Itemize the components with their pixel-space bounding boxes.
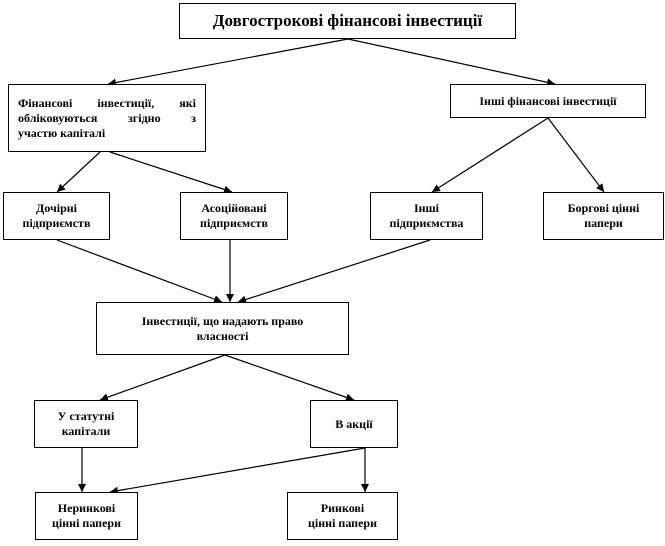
box-long-term-financial-investments: Довгострокові фінансові інвестиції	[179, 3, 516, 39]
box-non-market-securities: Неринкові цінні папери	[35, 492, 138, 540]
arrow-other-to-debt-securities	[547, 117, 605, 193]
box-line: обліковуються згідно з	[18, 110, 196, 125]
arrow-equity-to-associates	[109, 151, 233, 194]
box-line: Інші фінансові інвестиції	[479, 93, 617, 108]
box-line: Неринкові	[57, 501, 116, 515]
arrow-other-enterprises-to-ownership	[237, 239, 431, 304]
box-ownership-investments: Інвестиції, що надають право власності	[96, 302, 349, 355]
box-subsidiaries: Дочірні підприємств	[3, 192, 110, 240]
box-line: цінні папери	[308, 516, 377, 530]
box-line: Інвестиції, що надають право	[141, 313, 304, 328]
arrow-ownership-to-shares	[224, 354, 355, 402]
arrow-equity-to-subsidiaries	[56, 151, 101, 193]
box-shares: В акції	[310, 400, 398, 448]
box-line: підприємств	[200, 216, 268, 230]
arrow-root-to-other	[347, 38, 556, 87]
box-line: власності	[196, 328, 249, 343]
box-line: У статутні	[57, 409, 115, 423]
box-line: підприємства	[389, 216, 464, 230]
box-other-financial-investments: Інші фінансові інвестиції	[450, 84, 646, 118]
box-line: Дочірні	[36, 201, 77, 215]
box-market-securities: Ринкові цінні папери	[287, 492, 398, 540]
box-line: Ринкові	[320, 501, 365, 515]
box-associates: Асоційовані підприємств	[180, 192, 288, 240]
box-line: Інші	[413, 201, 440, 215]
arrow-other-to-other-enterprises	[431, 117, 549, 193]
box-line: папери	[584, 216, 623, 230]
arrow-subsidiaries-to-ownership	[56, 239, 223, 303]
box-line: Боргові цінні	[567, 201, 640, 215]
box-line: підприємств	[22, 216, 91, 230]
arrow-shares-to-non-market	[109, 447, 366, 495]
box-line: В акції	[335, 416, 373, 431]
box-line: цінні папери	[52, 516, 121, 530]
box-line: Фінансові інвестиції, які	[18, 95, 196, 110]
box-line: капітали	[61, 424, 111, 438]
box-line: Асоційовані	[201, 201, 267, 215]
box-charter-capital: У статутні капітали	[34, 400, 138, 448]
arrow-root-to-equity	[107, 38, 349, 87]
arrow-ownership-to-charter	[99, 354, 226, 402]
box-line: участю капіталі	[18, 125, 106, 140]
box-line: Довгострокові фінансові інвестиції	[212, 11, 483, 30]
box-equity-method-investments: Фінансові інвестиції, які обліковуються …	[8, 84, 206, 152]
box-debt-securities: Боргові цінні папери	[543, 192, 664, 240]
box-other-enterprises: Інші підприємства	[370, 192, 483, 240]
